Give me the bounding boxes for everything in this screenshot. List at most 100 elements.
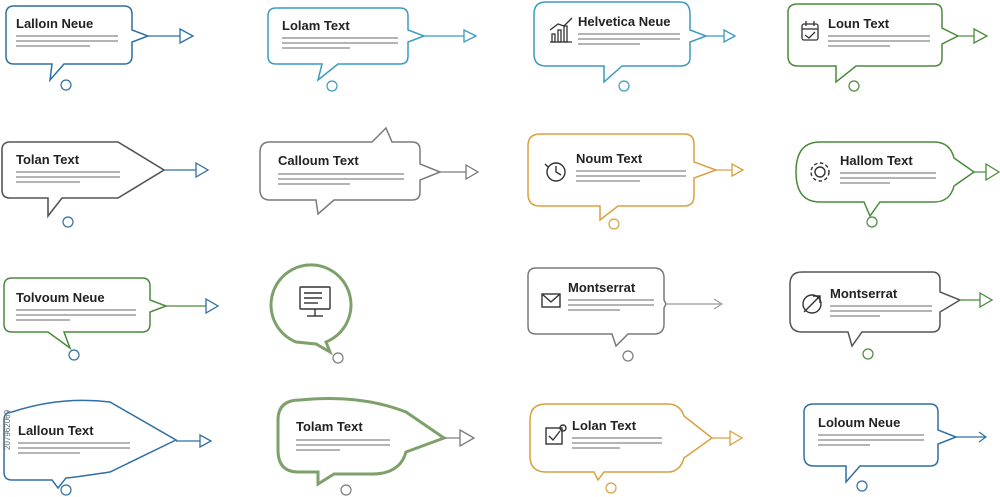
arrow-head-icon	[985, 162, 1000, 182]
speech-bubble-outline	[259, 126, 443, 216]
envelope-icon	[541, 293, 561, 308]
callout-title: Loloum Neue	[818, 415, 900, 430]
text-placeholder-lines	[296, 439, 390, 451]
speech-bubble-outline	[795, 141, 976, 218]
monitor-icon	[299, 286, 331, 317]
sync-icon	[802, 294, 822, 314]
step-marker	[605, 482, 617, 494]
text-placeholder-lines	[16, 35, 118, 47]
text-placeholder-lines	[840, 172, 936, 184]
step-marker	[326, 80, 338, 92]
arrow-head-icon	[723, 28, 737, 44]
callout-10	[269, 263, 353, 364]
speech-bubble-outline	[269, 263, 353, 356]
callout-8: Hallom Text	[795, 141, 1000, 228]
arrow-head-icon	[729, 429, 744, 447]
step-marker	[62, 216, 74, 228]
callout-title: Montserrat	[830, 286, 898, 301]
callout-15: Lolan Text	[529, 403, 744, 494]
callout-5: Tolan Text	[1, 141, 210, 228]
arrow-head-icon	[978, 431, 988, 443]
callout-title: Noum Text	[576, 151, 643, 166]
callout-13: Lalloun Text	[3, 399, 213, 496]
speech-bubble-outline	[533, 1, 709, 84]
callout-7: Noum Text	[527, 133, 745, 230]
text-placeholder-lines	[282, 37, 398, 49]
arrow-head-icon	[205, 297, 220, 315]
arrow-head-icon	[465, 163, 480, 181]
callout-16: Loloum Neue	[803, 403, 988, 492]
arrow-head-icon	[979, 291, 994, 309]
callout-11: Montserrat	[527, 267, 724, 362]
callout-title: Montserrat	[568, 280, 636, 295]
callout-9: Tolvoum Neue	[3, 277, 220, 361]
bar-chart-icon	[549, 17, 573, 43]
step-marker	[60, 79, 72, 91]
speech-bubble-outline	[3, 399, 178, 490]
text-placeholder-lines	[568, 299, 654, 311]
speech-bubble-outline	[3, 277, 169, 351]
speech-bubble-outline	[267, 7, 427, 82]
speech-bubble-outline	[789, 271, 962, 348]
stock-id-text: 207962069	[3, 409, 12, 450]
calendar-check-icon	[801, 21, 819, 41]
callout-14: Tolam Text	[276, 397, 476, 496]
step-marker	[340, 484, 352, 496]
callout-title: Lolan Text	[572, 418, 637, 433]
callout-title: Tolvoum Neue	[16, 290, 105, 305]
step-marker	[856, 480, 868, 492]
step-marker	[68, 349, 80, 361]
callout-4: Loun Text	[787, 3, 989, 92]
text-placeholder-lines	[830, 305, 932, 317]
arrow-head-icon	[195, 161, 210, 179]
text-placeholder-lines	[578, 33, 680, 45]
arrow-head-icon	[199, 433, 213, 449]
speech-bubble-outline	[803, 403, 959, 484]
speech-bubble-outline	[787, 3, 960, 84]
speech-bubble-outline	[527, 267, 667, 348]
callout-title: Calloum Text	[278, 153, 359, 168]
speech-bubble-outline	[529, 403, 714, 482]
arrow-head-icon	[731, 162, 745, 178]
speech-bubble-outline	[527, 133, 719, 222]
callout-12: Montserrat	[789, 271, 994, 360]
speech-bubble-outline	[276, 397, 448, 487]
callout-title: Lalloın Neue	[16, 16, 93, 31]
callout-title: Helvetica Neue	[578, 14, 671, 29]
gear-icon	[810, 162, 830, 182]
arrow-head-icon	[179, 27, 195, 45]
step-marker	[866, 216, 878, 228]
checklist-icon	[545, 424, 567, 445]
step-marker	[332, 352, 344, 364]
arrow-head-icon	[459, 428, 476, 448]
arrow-head-icon	[713, 298, 724, 310]
callout-1: Lalloın Neue	[5, 5, 195, 91]
step-marker	[60, 484, 72, 496]
text-placeholder-lines	[18, 442, 130, 454]
speech-bubble-outline	[1, 141, 166, 219]
callout-title: Lolam Text	[282, 18, 350, 33]
step-marker	[618, 80, 630, 92]
callout-2: Lolam Text	[267, 7, 478, 92]
callout-title: Tolan Text	[16, 152, 80, 167]
text-placeholder-lines	[16, 309, 136, 321]
callout-title: Lalloun Text	[18, 423, 94, 438]
text-placeholder-lines	[278, 173, 404, 185]
step-marker	[862, 348, 874, 360]
text-placeholder-lines	[576, 170, 686, 182]
speech-bubble-outline	[5, 5, 151, 83]
step-marker	[622, 350, 634, 362]
arrow-head-icon	[463, 28, 478, 44]
text-placeholder-lines	[828, 35, 930, 47]
clock-icon	[544, 162, 566, 182]
callout-title: Loun Text	[828, 16, 890, 31]
callout-3: Helvetica Neue	[533, 1, 737, 92]
callout-title: Tolam Text	[296, 419, 363, 434]
callout-6: Calloum Text	[259, 126, 480, 216]
text-placeholder-lines	[572, 437, 662, 449]
arrow-head-icon	[973, 27, 989, 45]
text-placeholder-lines	[818, 434, 924, 446]
text-placeholder-lines	[16, 171, 120, 183]
step-marker	[848, 80, 860, 92]
